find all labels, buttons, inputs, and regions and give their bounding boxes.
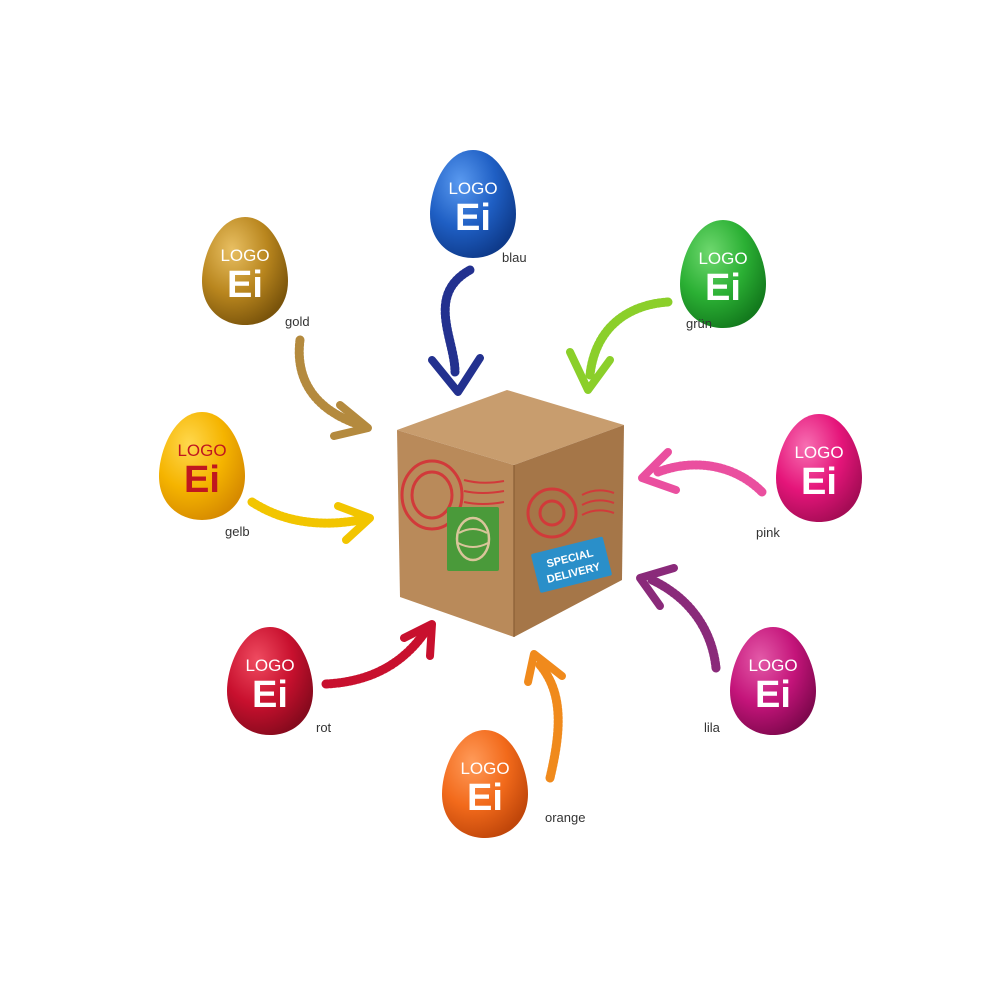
egg-shape [430,150,516,258]
egg-logo-big: Ei [801,461,837,503]
label-orange: orange [545,810,586,825]
special-delivery-label: SPECIAL DELIVERY [531,536,612,593]
egg-logo-big: Ei [455,197,491,239]
egg-logo-big: Ei [705,267,741,309]
label-gruen: grün [686,316,713,331]
box-top-face [397,390,624,465]
egg-logo-big: Ei [184,459,220,501]
gift-box: SPECIAL DELIVERY [397,390,624,637]
egg-logo-big: Ei [252,674,288,716]
egg-logo-small: LOGO [748,656,797,675]
egg-logo-small: LOGO [448,179,497,198]
arrow-gelb [247,497,374,544]
postmark-stamp-left [400,459,505,531]
arrow-lila [636,564,721,673]
handle-with-care-stamp [526,487,615,539]
label-rot: rot [316,720,332,735]
label-blau: blau [502,250,527,265]
egg-shape [202,217,288,325]
label-pink: pink [756,525,780,540]
egg-logo-big: Ei [227,264,263,306]
egg-shape [227,627,313,735]
arrow-rot [321,620,436,689]
arrow-blau [428,265,484,396]
egg-shape [159,412,245,520]
arrow-gruen [566,297,673,394]
egg-shape [776,414,862,522]
egg-logo-big: Ei [755,674,791,716]
arrow-pink [638,448,767,497]
label-gelb: gelb [225,524,250,539]
egg-shape [442,730,528,838]
egg-logo-small: LOGO [794,443,843,462]
label-gold: gold [285,314,310,329]
label-lila: lila [704,720,720,735]
egg-stamp-green [447,507,499,571]
egg-logo-small: LOGO [698,249,747,268]
egg-logo-small: LOGO [245,656,294,675]
egg-logo-small: LOGO [220,246,269,265]
egg-shape [730,627,816,735]
egg-logo-small: LOGO [177,441,226,460]
egg-shape [680,220,766,328]
egg-logo-small: LOGO [460,759,509,778]
arrow-orange [524,650,566,783]
egg-logo-big: Ei [467,777,503,819]
arrow-gold [294,335,372,440]
